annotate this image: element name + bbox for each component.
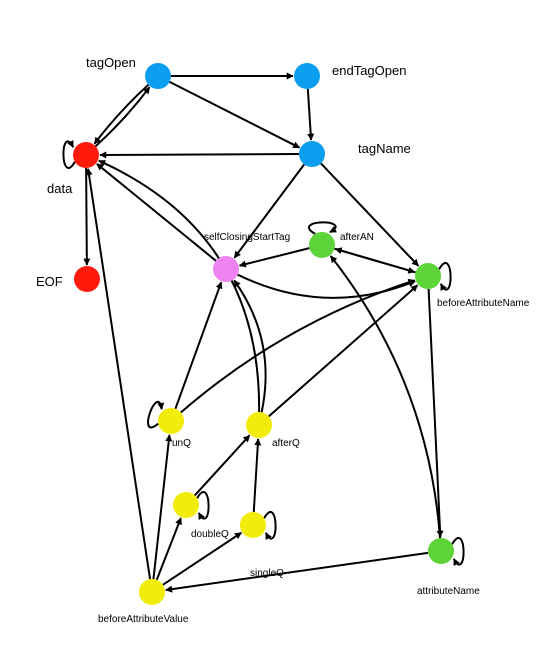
node-beforeAttributeName	[415, 263, 441, 289]
node-EOF	[74, 266, 100, 292]
label-beforeAttributeName: beforeAttributeName	[437, 298, 530, 309]
edge-selfClosingStartTag-to-data	[96, 163, 217, 262]
edge-beforeAttributeValue-to-data	[85, 168, 152, 580]
node-afterAN	[309, 232, 335, 258]
edge-tagOpen-to-data	[93, 84, 150, 145]
label-doubleQ: doubleQ	[191, 529, 229, 540]
edge-attributeName-to-beforeAttributeValue	[165, 551, 429, 593]
label-singleQ: singleQ	[250, 568, 284, 579]
edge-beforeAttributeName-to-attributeName	[427, 288, 444, 538]
edge-attributeName-to-afterAN	[329, 255, 442, 539]
edge-doubleQ-to-doubleQ	[196, 490, 210, 521]
edge-beforeAttributeName-to-beforeAttributeName	[438, 261, 452, 292]
label-attributeName: attributeName	[417, 586, 480, 597]
label-selfClosingStartTag: selfClosingStartTag	[204, 232, 290, 243]
edge-afterAN-to-selfClosingStartTag	[238, 247, 310, 268]
edge-tagName-to-data	[99, 151, 300, 159]
label-data: data	[47, 181, 73, 196]
node-attributeName	[428, 538, 454, 564]
node-selfClosingStartTag	[213, 256, 239, 282]
edge-beforeAttributeValue-to-doubleQ	[155, 517, 182, 581]
node-singleQ	[240, 512, 266, 538]
edge-tagName-to-selfClosingStartTag	[233, 163, 306, 259]
node-endTagOpen	[294, 63, 320, 89]
nodes	[73, 63, 454, 605]
edge-afterQ-to-selfClosingStartTag	[233, 279, 267, 413]
label-EOF: EOF	[36, 274, 63, 289]
edge-singleQ-to-singleQ	[263, 510, 277, 541]
edge-unQ-to-beforeAttributeName	[180, 278, 416, 414]
edge-beforeAttributeValue-to-unQ	[152, 434, 173, 580]
edge-tagOpen-to-tagName	[169, 80, 301, 149]
node-labels: tagOpen endTagOpen tagName data EOF self…	[36, 55, 530, 625]
edge-data-to-data	[62, 139, 76, 170]
label-unQ: unQ	[172, 438, 191, 449]
node-tagOpen	[145, 63, 171, 89]
edge-doubleQ-to-afterQ	[194, 434, 251, 497]
node-data	[73, 142, 99, 168]
edge-unQ-to-unQ	[147, 400, 165, 429]
edge-afterAN-to-afterAN	[307, 221, 338, 235]
node-tagName	[299, 141, 325, 167]
edge-afterQ-to-data	[98, 159, 261, 413]
edge-tagName-to-beforeAttributeName	[320, 162, 420, 267]
edge-data-to-EOF	[83, 167, 91, 266]
label-tagOpen: tagOpen	[86, 55, 136, 70]
label-tagName: tagName	[358, 141, 411, 156]
node-afterQ	[246, 412, 272, 438]
label-endTagOpen: endTagOpen	[332, 63, 406, 78]
label-afterAN: afterAN	[340, 232, 374, 243]
edge-endTagOpen-to-tagName	[306, 88, 315, 141]
edge-selfClosingStartTag-to-beforeAttributeName	[237, 273, 416, 299]
edge-data-to-tagOpen	[94, 86, 151, 147]
edge-beforeAttributeValue-to-singleQ	[162, 531, 242, 586]
label-afterQ: afterQ	[272, 438, 300, 449]
node-doubleQ	[173, 492, 199, 518]
label-beforeAttributeValue: beforeAttributeValue	[98, 614, 189, 625]
edge-attributeName-to-attributeName	[451, 536, 465, 567]
edge-beforeAttributeName-to-afterAN	[334, 247, 416, 274]
node-beforeAttributeValue	[139, 579, 165, 605]
edge-unQ-to-selfClosingStartTag	[174, 281, 223, 410]
node-unQ	[158, 408, 184, 434]
edge-afterQ-to-beforeAttributeName	[268, 284, 419, 418]
edge-singleQ-to-afterQ	[252, 438, 262, 513]
